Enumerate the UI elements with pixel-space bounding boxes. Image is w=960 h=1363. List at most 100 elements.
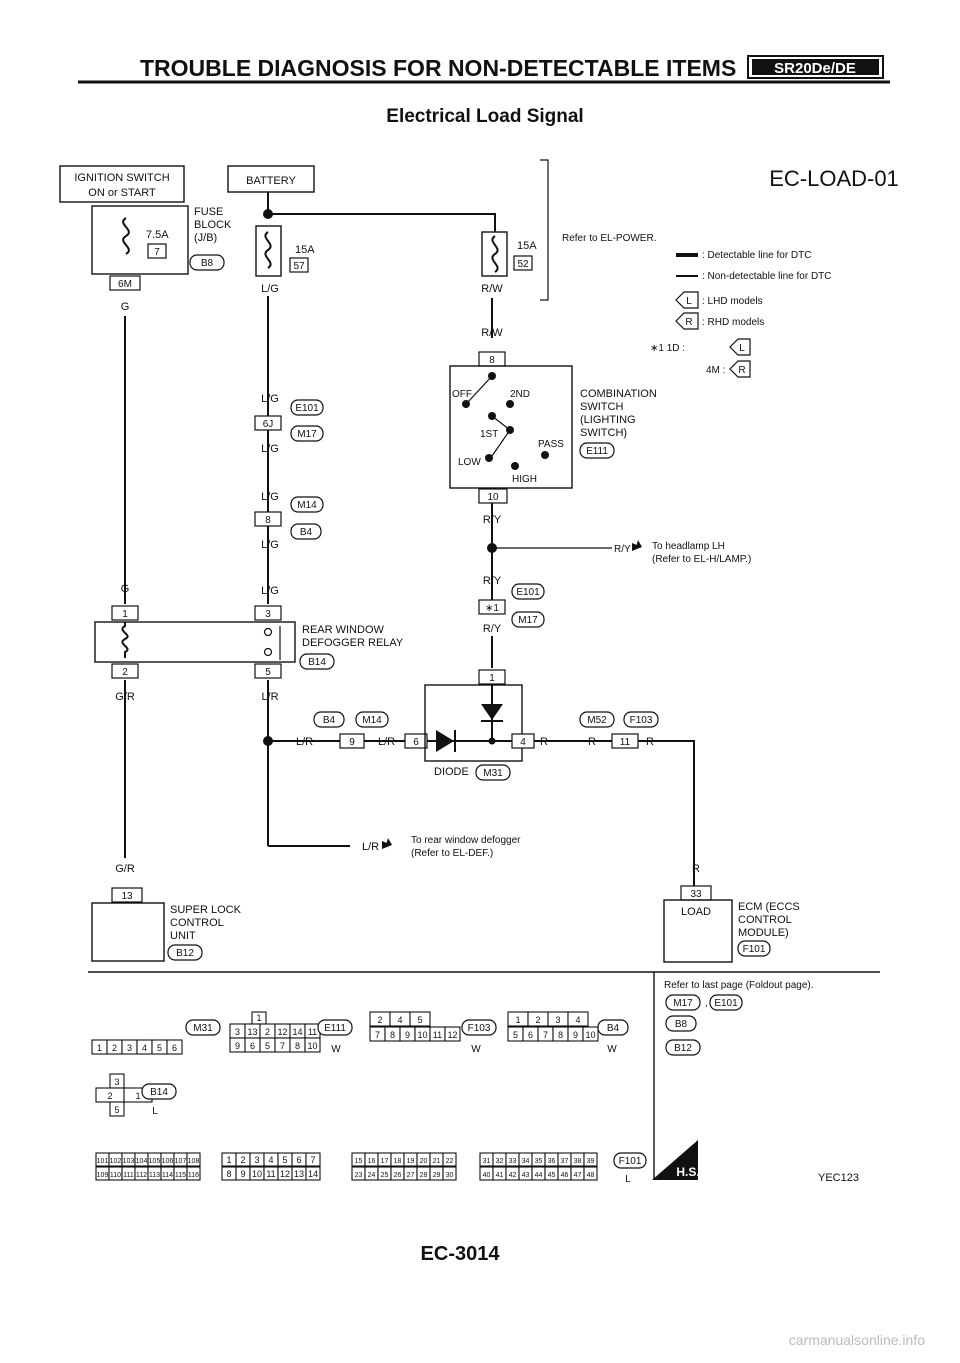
m17-pill-b-label: M17: [518, 615, 538, 626]
f101a-pin-label: 114: [162, 1172, 173, 1179]
f103-pin-label: 7: [375, 1030, 380, 1040]
legend-lhd: : LHD models: [702, 296, 763, 307]
wire-lg-6: L/G: [261, 585, 279, 597]
legend-b12-pill: [665, 1039, 701, 1056]
e111-pin-label: 5: [265, 1041, 270, 1051]
face-f103-label: F103: [468, 1023, 491, 1034]
super-lock-pin-13-label: 13: [121, 891, 133, 902]
legend-star-note-1: ∗1 1D :: [650, 343, 685, 354]
fuse-52-number: 52: [517, 259, 529, 270]
legend-b12: B12: [674, 1043, 692, 1054]
fuse-75a-symbol: [122, 217, 130, 255]
fuse-block-label-2: BLOCK: [194, 219, 232, 231]
comb-pin-8-label: 8: [489, 355, 495, 366]
f101-pill-label: F101: [743, 944, 766, 955]
m31-pin-label: 5: [157, 1043, 162, 1053]
fuse-52-rating: 15A: [517, 240, 537, 252]
f101d-pin-label: 46: [561, 1172, 569, 1179]
f101b-pin-label: 1: [226, 1155, 231, 1165]
wire-r-2: R: [588, 736, 596, 748]
f101a-pin-label: 110: [110, 1172, 121, 1179]
conn-star1-label: ∗1: [485, 603, 499, 614]
b8-pill-label: B8: [201, 258, 214, 269]
b4-pin-label: 1: [515, 1015, 520, 1025]
b14-pin-cell: [109, 1101, 125, 1117]
f101d-pin-label: 36: [548, 1158, 556, 1165]
wire-lg-2: L/G: [261, 393, 279, 405]
f101c-pin-label: 18: [394, 1158, 402, 1165]
f101b-pin-label: 12: [280, 1169, 290, 1179]
to-headlamp-2: (Refer to EL-H/LAMP.): [652, 554, 751, 565]
f103-pin-label: 11: [433, 1030, 442, 1040]
ignition-switch-box: [59, 165, 185, 203]
battery-box: [227, 165, 315, 193]
face-f103-pill: [461, 1019, 497, 1036]
e101-pill-b-label: E101: [516, 587, 540, 598]
diagram-subtitle: Electrical Load Signal: [386, 106, 583, 127]
ecm-label-3: MODULE): [738, 927, 789, 939]
face-b4-pill: [597, 1019, 629, 1036]
m17-pill-b: [511, 611, 545, 628]
diode-label: DIODE: [434, 766, 469, 778]
face-m31-label: M31: [193, 1023, 213, 1034]
fuse-57-frame: [255, 225, 282, 277]
f101b-pin-label: 2: [240, 1155, 245, 1165]
diode-box: [424, 684, 523, 762]
b4-pill-b-label: B4: [323, 715, 336, 726]
e101-pill-b: [511, 583, 545, 600]
b14-pin-label: 5: [114, 1105, 119, 1115]
comb-blade-1: [467, 375, 493, 403]
f101b-pin-label: 8: [226, 1169, 231, 1179]
f101b-pin-label: 4: [268, 1155, 273, 1165]
legend-rhd: : RHD models: [702, 317, 764, 328]
face-f103-w: W: [471, 1044, 481, 1055]
fuse-52-symbol: [491, 235, 499, 273]
e111-pin-label: 13: [247, 1027, 257, 1037]
m31-pill-label: M31: [483, 768, 503, 779]
comb-switch-label-4: SWITCH): [580, 427, 627, 439]
diode-pin-1: [478, 669, 506, 685]
f101b-pin-label: 3: [254, 1155, 259, 1165]
e111-pin-label: 3: [235, 1027, 240, 1037]
fuse-75a-rating: 7.5A: [146, 229, 169, 241]
f103-pin-cell: [409, 1011, 431, 1027]
legend-detectable-line: [676, 253, 698, 257]
legend-e101-pill: [709, 994, 743, 1011]
m31-pin-label: 6: [172, 1043, 177, 1053]
face-e111-w: W: [331, 1044, 341, 1055]
e111-pin-label: 1: [256, 1013, 261, 1023]
engine-badge: SR20De/DE: [774, 60, 856, 77]
b4-pin-cell: [582, 1026, 599, 1042]
face-m31-pill: [185, 1019, 221, 1036]
b4-pin-cell: [567, 1011, 589, 1027]
legend-lhd-marker: [675, 291, 699, 309]
f101a-pin-label: 103: [123, 1158, 135, 1165]
f101b-pin-label: 11: [266, 1169, 275, 1179]
f101c-pin-cell: [442, 1152, 457, 1167]
star-1d-code: L: [739, 343, 745, 354]
f101b-pin-label: 7: [310, 1155, 315, 1165]
f101c-pin-label: 28: [420, 1172, 428, 1179]
face-b14-l: L: [152, 1106, 158, 1117]
f101d-pin-label: 38: [574, 1158, 582, 1165]
legend-b8: B8: [675, 1019, 688, 1030]
e111-pill: [579, 442, 615, 459]
wire-r-1: R: [540, 736, 548, 748]
wire-lg-5: L/G: [261, 539, 279, 551]
m52-pill-label: M52: [587, 715, 607, 726]
conn-8-lg: [254, 511, 282, 527]
wire-r-ecm: [638, 740, 695, 886]
b4-pill-a: [290, 523, 322, 540]
f101b-pin-label: 14: [308, 1169, 318, 1179]
ignition-switch-state: ON or START: [88, 187, 156, 199]
comb-node-2nd: [506, 400, 514, 408]
b14-pin-label: 3: [114, 1077, 119, 1087]
conn-11-label: 11: [620, 737, 631, 748]
relay-pin-1: [111, 605, 139, 621]
diode-pin-1-label: 1: [489, 673, 495, 684]
face-b4-w: W: [607, 1044, 617, 1055]
e111-pin-label: 6: [250, 1041, 255, 1051]
sw-pass-label: PASS: [538, 439, 564, 450]
refer-last-page: Refer to last page (Foldout page).: [664, 980, 814, 991]
